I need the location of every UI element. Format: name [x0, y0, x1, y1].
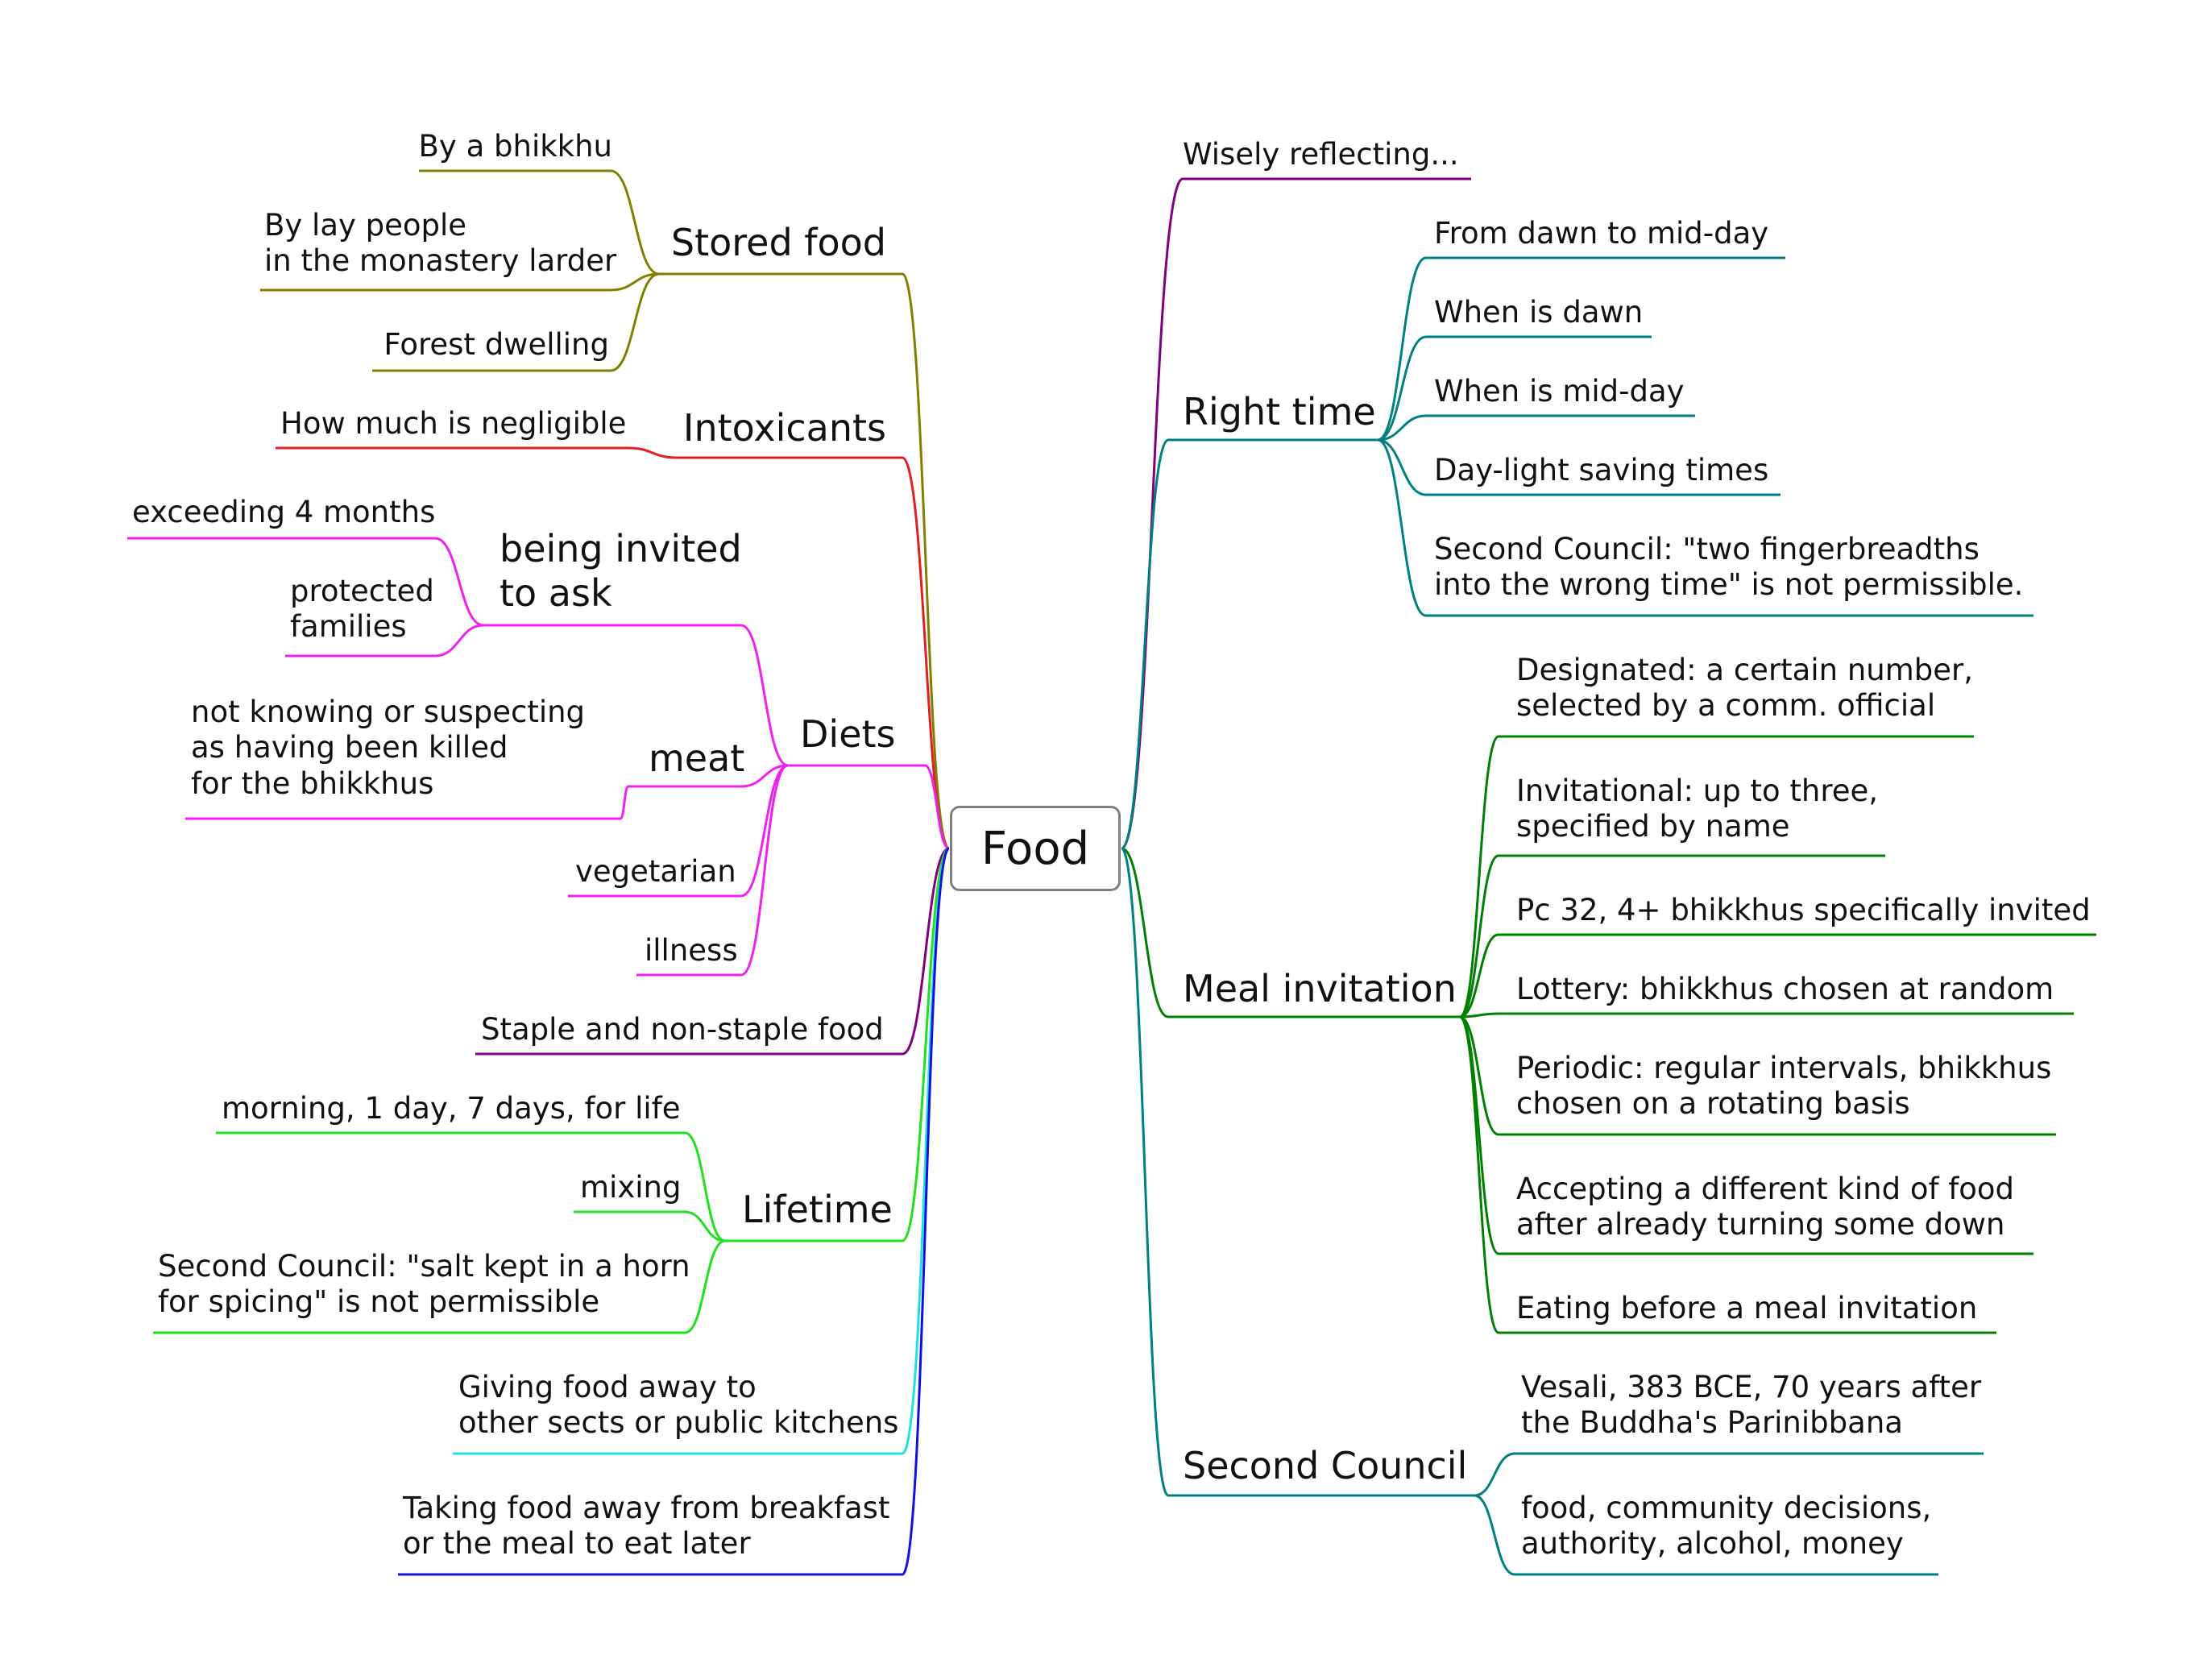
edge-invited-exceeding [434, 537, 484, 627]
edge-stored-by-a-bhikkhu [610, 169, 660, 276]
leaf-when-is-dawn[interactable]: When is dawn [1434, 295, 1644, 330]
edge-invited-protected [434, 624, 484, 657]
edge-root-diets [924, 764, 950, 850]
edge-root-right-time [1121, 438, 1169, 850]
root-label: Food [980, 822, 1090, 875]
edge-lifetime-mixing [684, 1210, 726, 1242]
leaf-not-knowing[interactable]: not knowing or suspecting as having been… [191, 695, 586, 801]
leaf-by-lay-people[interactable]: By lay people in the monastery larder [264, 208, 617, 279]
edge-meal-pc32 [1459, 933, 1499, 1018]
edge-meal-eating [1458, 1015, 1500, 1334]
leaf-second-council-salt[interactable]: Second Council: "salt kept in a horn for… [158, 1249, 690, 1320]
edge-meal-designated [1459, 735, 1499, 1018]
edge-stored-by-lay-people [610, 272, 660, 292]
leaf-protected-families[interactable]: protected families [290, 574, 434, 645]
leaf-daylight-saving[interactable]: Day-light saving times [1434, 453, 1769, 487]
edge-meal-periodic [1459, 1015, 1499, 1136]
leaf-vegetarian[interactable]: vegetarian [575, 854, 736, 889]
leaf-food-community[interactable]: food, community decisions, authority, al… [1521, 1491, 1932, 1562]
leaf-second-council-fingerbreadths[interactable]: Second Council: "two fingerbreadths into… [1434, 532, 2024, 603]
leaf-invitational[interactable]: Invitational: up to three, specified by … [1516, 774, 1879, 844]
root-node[interactable]: Food [950, 806, 1121, 891]
edge-meat-not-knowing [619, 785, 630, 820]
branch-staple-food[interactable]: Staple and non-staple food [481, 1012, 884, 1047]
branch-giving-food[interactable]: Giving food away to other sects or publi… [458, 1370, 899, 1441]
leaf-morning-1-day[interactable]: morning, 1 day, 7 days, for life [222, 1091, 681, 1126]
edge-intox-how-much [628, 446, 678, 459]
leaf-how-much-negligible[interactable]: How much is negligible [280, 406, 627, 441]
edge-diets-vegetarian [740, 764, 789, 898]
edge-meal-accepting [1459, 1015, 1499, 1255]
edge-root-second-council [1120, 847, 1170, 1497]
edge-right-time-leaf-daylight [1377, 438, 1427, 496]
edge-council-vesali [1474, 1452, 1515, 1497]
leaf-lottery[interactable]: Lottery: bhikkhus chosen at random [1516, 972, 2054, 1006]
branch-right-time[interactable]: Right time [1183, 390, 1376, 433]
edge-root-meal-invitation [1121, 847, 1169, 1018]
branch-stored-food[interactable]: Stored food [670, 221, 886, 264]
leaf-when-is-midday[interactable]: When is mid-day [1434, 374, 1685, 409]
edge-diets-invited [740, 624, 789, 767]
leaf-periodic[interactable]: Periodic: regular intervals, bhikkhus ch… [1516, 1051, 2052, 1122]
edge-root-lifetime [902, 847, 950, 1242]
edge-meal-lottery [1459, 1012, 1499, 1018]
edge-meal-invitational [1459, 854, 1499, 1018]
leaf-mixing[interactable]: mixing [580, 1170, 682, 1205]
edge-root-stored-food [901, 272, 951, 850]
leaf-dawn-to-midday[interactable]: From dawn to mid-day [1434, 216, 1769, 251]
edge-council-food-community [1474, 1494, 1515, 1576]
leaf-forest-dwelling[interactable]: Forest dwelling [383, 327, 609, 362]
edge-right-time-leaf-when-dawn [1377, 335, 1427, 442]
branch-second-council[interactable]: Second Council [1183, 1444, 1468, 1487]
edge-root-staple [902, 847, 950, 1056]
leaf-by-a-bhikkhu[interactable]: By a bhikkhu [418, 129, 612, 164]
edge-lifetime-salt [684, 1239, 726, 1334]
branch-lifetime[interactable]: Lifetime [742, 1188, 893, 1231]
edge-root-taking [901, 847, 951, 1576]
edge-lifetime-morning [684, 1131, 726, 1242]
edge-root-intoxicants [902, 456, 950, 850]
edge-stored-forest-dwelling [610, 272, 660, 372]
leaf-pc-32[interactable]: Pc 32, 4+ bhikkhus specifically invited [1516, 893, 2091, 927]
edge-right-time-leaf-fingerbreadths [1377, 438, 1427, 617]
leaf-exceeding-4-months[interactable]: exceeding 4 months [132, 495, 436, 529]
edge-diets-meat [740, 764, 789, 788]
leaf-designated[interactable]: Designated: a certain number, selected b… [1516, 653, 1973, 724]
edge-diets-illness [740, 764, 789, 977]
edge-right-time-leaf-dawn [1377, 256, 1427, 442]
branch-intoxicants[interactable]: Intoxicants [682, 406, 886, 450]
leaf-illness[interactable]: illness [645, 933, 738, 968]
leaf-accepting-different[interactable]: Accepting a different kind of food after… [1516, 1172, 2015, 1242]
subbranch-being-invited[interactable]: being invited to ask [500, 527, 742, 616]
edge-root-giving [901, 847, 951, 1455]
subbranch-meat[interactable]: meat [649, 736, 745, 780]
branch-taking-food[interactable]: Taking food away from breakfast or the m… [403, 1491, 890, 1562]
branch-diets[interactable]: Diets [800, 712, 896, 756]
branch-wisely-reflecting[interactable]: Wisely reflecting... [1183, 137, 1459, 172]
leaf-vesali[interactable]: Vesali, 383 BCE, 70 years after the Budd… [1521, 1370, 1982, 1441]
branch-meal-invitation[interactable]: Meal invitation [1183, 967, 1457, 1010]
edge-root-wisely [1121, 177, 1184, 850]
edge-right-time-leaf-when-midday [1377, 414, 1427, 442]
leaf-eating-before[interactable]: Eating before a meal invitation [1516, 1291, 1978, 1325]
